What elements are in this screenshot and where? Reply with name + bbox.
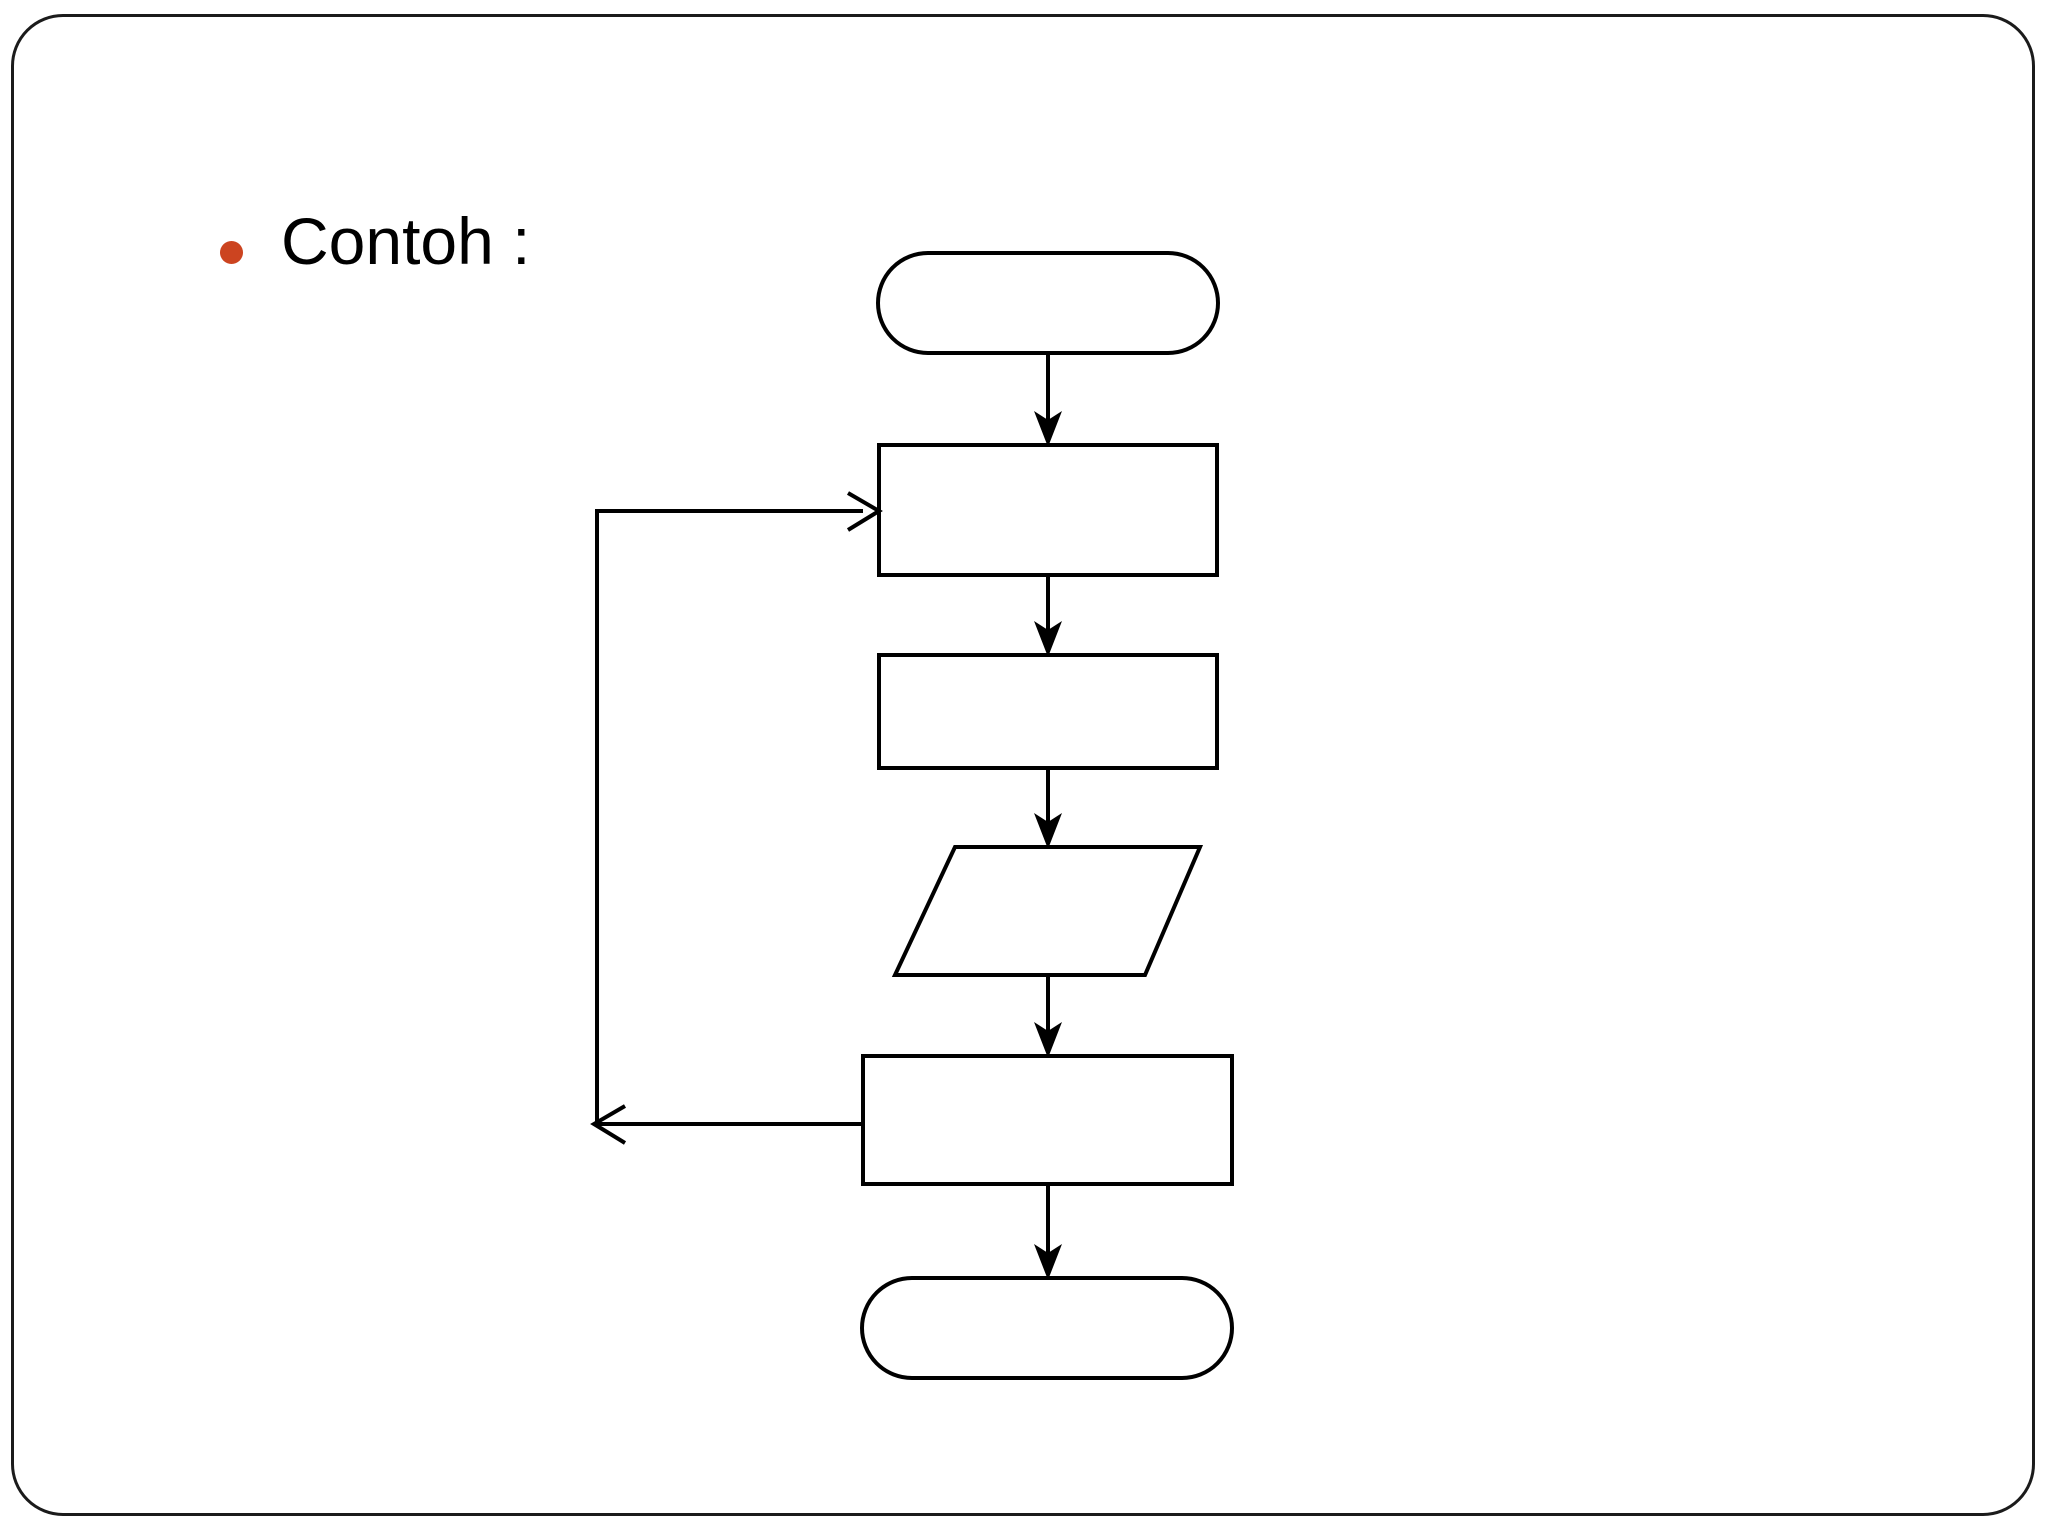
flowchart-node-process3 bbox=[861, 1054, 1234, 1186]
bullet-marker-icon bbox=[220, 240, 243, 264]
flowchart-node-start-terminator bbox=[876, 251, 1220, 355]
arrowhead-icon-e6-right bbox=[846, 491, 883, 532]
arrowhead-icon-e4 bbox=[1034, 1022, 1062, 1058]
arrowhead-icon-e5 bbox=[1034, 1244, 1062, 1280]
flowchart-node-process1 bbox=[877, 443, 1219, 577]
flowchart-node-process2 bbox=[877, 653, 1219, 770]
bullet-list-item: Contoh : bbox=[220, 208, 531, 274]
bullet-item-label: Contoh : bbox=[281, 204, 531, 278]
flowchart-node-input-output bbox=[891, 845, 1204, 977]
flowchart-node-end-terminator bbox=[860, 1276, 1234, 1380]
arrowhead-icon-e1 bbox=[1034, 411, 1062, 447]
slide-border-frame bbox=[11, 14, 2035, 1516]
flowchart-edge-loop-back bbox=[595, 509, 863, 1126]
arrowhead-icon-e6-left bbox=[590, 1104, 627, 1145]
arrowhead-icon-e2 bbox=[1034, 621, 1062, 657]
arrowhead-icon-e3 bbox=[1034, 813, 1062, 849]
